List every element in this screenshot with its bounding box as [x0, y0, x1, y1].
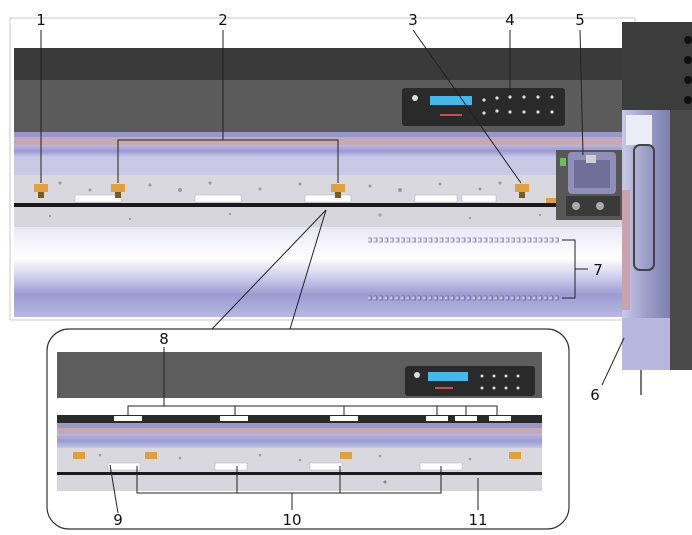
callout-1: 1	[36, 11, 46, 29]
clamp-2a	[111, 184, 125, 198]
print-head-carriage	[546, 150, 626, 220]
side-unit	[622, 22, 692, 400]
clamp-3	[515, 184, 529, 198]
callout-2: 2	[218, 11, 228, 29]
inset-view	[46, 328, 570, 530]
media-clamps	[34, 184, 529, 198]
clamp-1	[34, 184, 48, 198]
callout-8: 8	[159, 330, 169, 348]
clamp-2b	[331, 184, 345, 198]
platen	[14, 207, 626, 227]
callout-3: 3	[408, 11, 418, 29]
callout-10: 10	[282, 511, 301, 529]
callout-labels: 1 2 3 4 5 6 7 8 9 10 11	[36, 11, 603, 529]
callout-7: 7	[593, 261, 603, 279]
leader-lines	[40, 29, 625, 514]
lcd-display	[430, 96, 472, 105]
inset-clamps	[73, 452, 521, 459]
callout-5: 5	[575, 11, 585, 29]
printer-top-cover	[14, 48, 626, 80]
main-view	[9, 17, 692, 400]
inset-tabs	[114, 416, 511, 421]
zoom-pointer	[211, 209, 327, 330]
callout-9: 9	[113, 511, 123, 529]
callout-6: 6	[590, 386, 600, 404]
callout-4: 4	[505, 11, 515, 29]
inset-operation-panel	[405, 366, 535, 396]
media-marks	[368, 237, 560, 301]
operation-panel	[402, 88, 565, 126]
callout-11: 11	[468, 511, 487, 529]
